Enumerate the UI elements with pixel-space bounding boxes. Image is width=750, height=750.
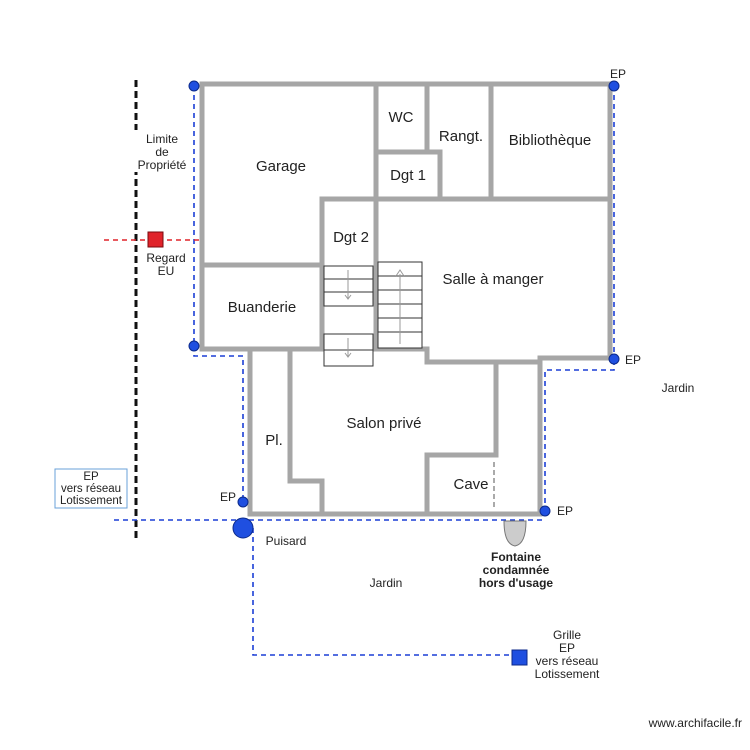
ep-point-bottom-right <box>539 505 551 517</box>
regard-eu-label: Regard EU <box>146 251 185 278</box>
room-buanderie: Buanderie <box>228 299 296 316</box>
svg-text:EP: EP <box>83 471 99 483</box>
ep-label-mid-right: EP <box>625 353 641 367</box>
room-cave: Cave <box>453 476 488 493</box>
walls <box>199 81 613 517</box>
grille-ep-label: Grille EP vers réseau Lotissement <box>535 628 600 681</box>
ep-label-top-right: EP <box>610 67 626 81</box>
svg-text:de: de <box>155 145 169 159</box>
room-salle-a-manger: Salle à manger <box>443 271 544 288</box>
svg-text:Lotissement: Lotissement <box>535 667 600 681</box>
ep-label-bottom-right: EP <box>557 504 573 518</box>
svg-text:Fontaine: Fontaine <box>491 550 541 564</box>
regard-eu-icon <box>147 231 164 248</box>
room-dgt2: Dgt 2 <box>333 229 369 246</box>
ep-point-bottom-left <box>237 496 249 508</box>
svg-text:condamnée: condamnée <box>483 563 550 577</box>
ep-point-top-right <box>608 80 620 92</box>
room-garage: Garage <box>256 158 306 175</box>
svg-text:Limite: Limite <box>146 132 178 146</box>
fontaine-label: Fontaine condamnée hors d'usage <box>479 550 554 590</box>
ep-point-left <box>188 340 200 352</box>
svg-text:EU: EU <box>158 264 175 278</box>
puisard-icon <box>232 517 254 539</box>
svg-text:Regard: Regard <box>146 251 185 265</box>
ep-reseau-box: EP vers réseau Lotissement <box>54 468 128 509</box>
grille-ep-icon <box>511 649 528 666</box>
watermark: www.archifacile.fr <box>648 716 742 730</box>
jardin-bottom-label: Jardin <box>370 576 403 590</box>
ep-label-bottom-left: EP <box>220 490 236 504</box>
svg-text:vers réseau: vers réseau <box>536 654 599 668</box>
room-salon-prive: Salon privé <box>346 415 421 432</box>
puisard-label: Puisard <box>266 534 307 548</box>
svg-text:Propriété: Propriété <box>138 158 187 172</box>
stairs-dgt2 <box>323 265 374 307</box>
limite-propriete-label: Limite de Propriété <box>134 130 190 172</box>
jardin-right-label: Jardin <box>662 381 695 395</box>
svg-text:Grille: Grille <box>553 628 581 642</box>
ep-point-right <box>608 353 620 365</box>
stairs-salle <box>377 261 423 349</box>
svg-text:hors d'usage: hors d'usage <box>479 576 554 590</box>
room-wc: WC <box>389 109 414 126</box>
stairs-lower <box>323 333 374 367</box>
svg-text:Lotissement: Lotissement <box>60 495 123 507</box>
ep-point-top-left <box>188 80 200 92</box>
svg-text:vers réseau: vers réseau <box>61 483 121 495</box>
room-dgt1: Dgt 1 <box>390 167 426 184</box>
room-pl: Pl. <box>265 432 283 449</box>
fontaine-icon <box>503 520 527 547</box>
room-rangt: Rangt. <box>439 128 483 145</box>
svg-text:EP: EP <box>559 641 575 655</box>
room-bibliotheque: Bibliothèque <box>509 132 592 149</box>
